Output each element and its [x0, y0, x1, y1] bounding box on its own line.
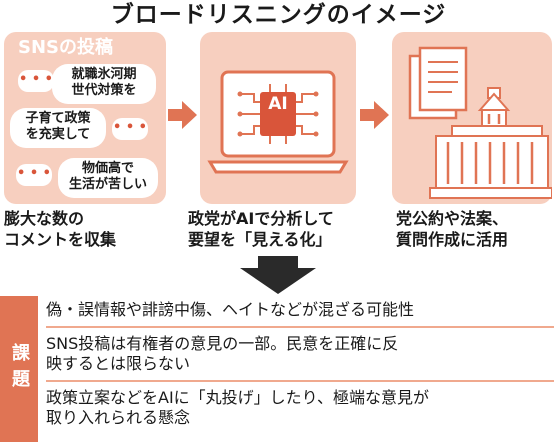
- post-bubble: 子育て政策 を充実して: [10, 108, 106, 148]
- issue-item: 偽・誤情報や誹謗中傷、ヘイトなどが混ざる可能性: [46, 300, 415, 319]
- issue-item: 政策立案などをAIに「丸投げ」したり、極端な意見が 取り入れられる懸念: [46, 388, 430, 427]
- sns-panel-heading: SNSの投稿: [18, 37, 113, 58]
- post-bubble: 物価高で 生活が苦しい: [58, 158, 158, 198]
- issue-item: SNS投稿は有権者の意見の一部。民意を正確に反 映するとは限らない: [46, 334, 399, 373]
- step-caption-analyze: 政党がAIで分析して 要望を「見える化」: [188, 209, 334, 249]
- laptop-icon: [207, 70, 349, 174]
- step-caption-utilize: 党公約や法案、 質問作成に活用: [396, 209, 509, 249]
- diet-building-icon: [429, 87, 552, 199]
- right-arrow-icon: [168, 101, 197, 129]
- diagram-title: ブロードリスニングのイメージ: [110, 2, 447, 28]
- typing-dots-icon: • • •: [16, 164, 52, 186]
- right-arrow-icon: [360, 101, 389, 129]
- ai-chip-label: AI: [268, 94, 288, 114]
- documents-icon: [408, 46, 468, 120]
- step-caption-collect: 膨大な数の コメントを収集: [4, 209, 117, 249]
- issue-separator: [46, 326, 554, 328]
- typing-dots-icon: • • •: [18, 70, 54, 92]
- issue-separator: [46, 380, 554, 382]
- typing-dots-icon: • • •: [112, 118, 148, 140]
- issues-label: 課題: [0, 296, 38, 442]
- down-arrow-icon: [240, 256, 316, 294]
- post-bubble: 就職氷河期 世代対策を: [52, 64, 156, 104]
